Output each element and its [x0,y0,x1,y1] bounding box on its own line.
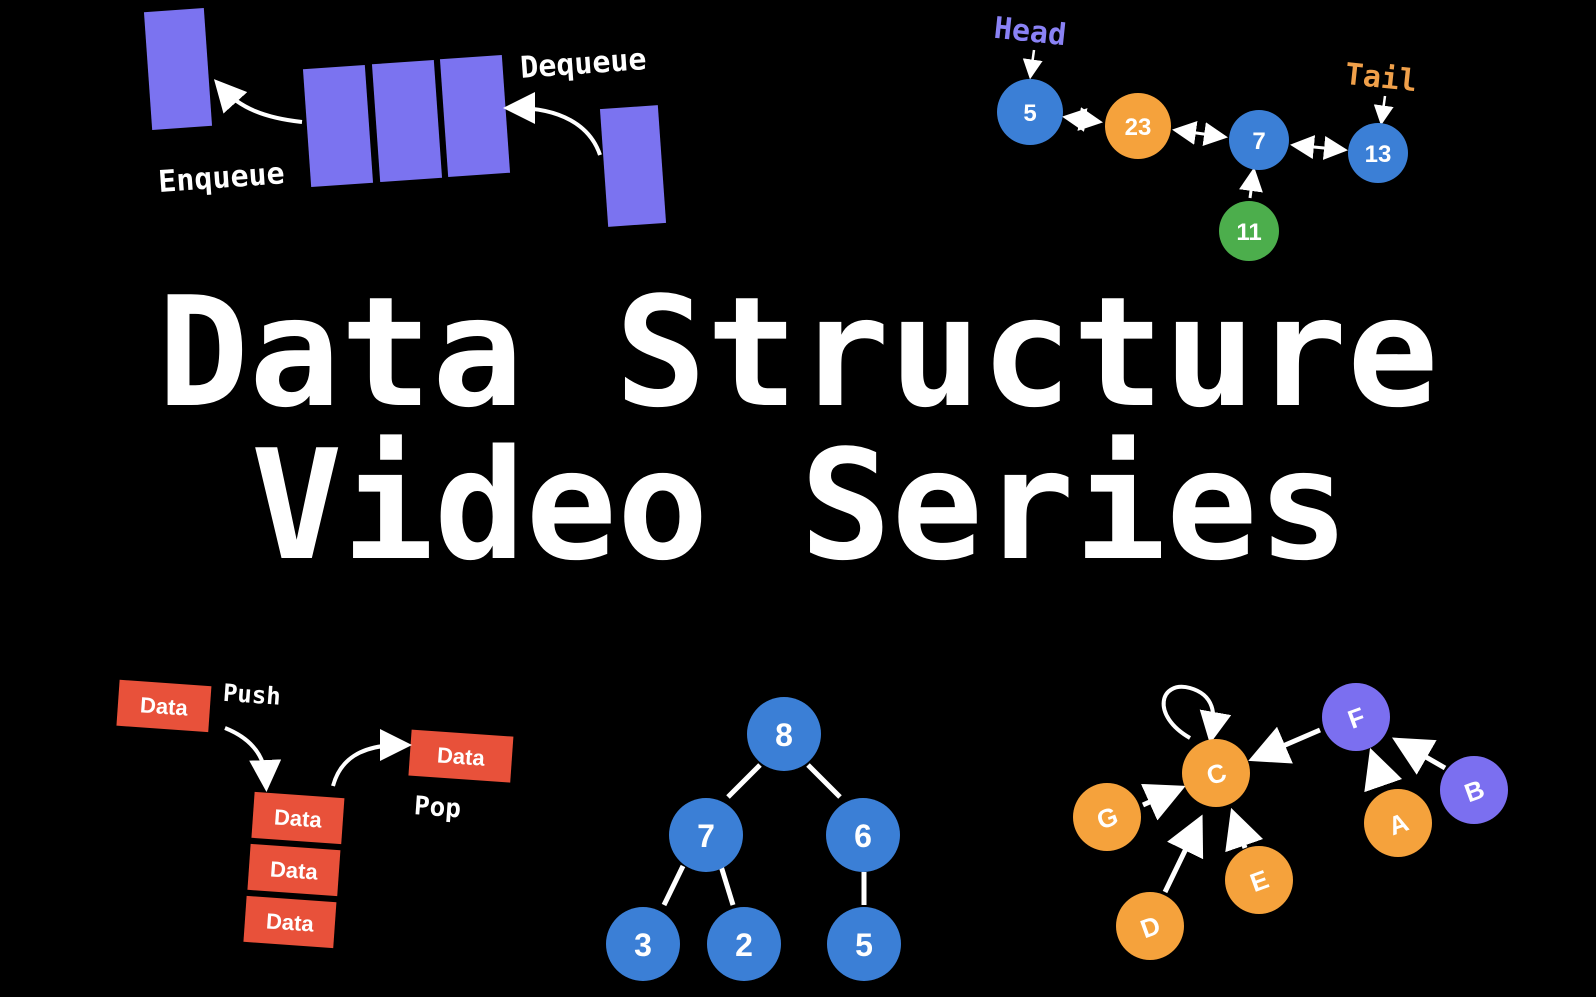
dequeue-arrow [503,92,602,156]
queue-diagram: Enqueue Dequeue [143,8,667,227]
tail-label: Tail [1343,57,1419,99]
stack-item-middle: Data [247,843,341,897]
graph-diagram: F C G B A E D [1073,683,1508,960]
graph-edge-e-c [1225,807,1264,853]
list-node-5: 5 [997,79,1063,145]
head-pointer-arrow [1022,49,1043,80]
stack-item-label: Data [269,856,319,884]
list-node-label: 23 [1125,114,1152,141]
list-node-label: 13 [1365,141,1392,168]
tree-node-label: 5 [855,927,873,963]
stack-item-top: Data [251,791,345,845]
graph-edge-f-c [1248,726,1321,764]
graph-node-f: F [1322,683,1390,751]
graph-edge-a-f [1364,747,1403,793]
head-label: Head [992,11,1068,53]
graph-node-e: E [1225,846,1293,914]
tree-node-label: 8 [775,717,793,753]
push-label: Push [222,679,282,711]
tree-node-label: 6 [854,818,872,854]
link-11-7 [1239,167,1263,199]
stack-popped-item: Data [408,729,514,783]
graph-self-loop-c [1161,684,1232,744]
tree-node-label: 3 [634,927,652,963]
list-node-label: 11 [1236,219,1261,246]
link-7-13 [1290,135,1348,160]
title-line-2: Video Series [251,417,1349,594]
graph-node-b: B [1440,756,1508,824]
stack-pushed-item: Data [116,679,212,733]
stack-item-label: Data [273,804,323,832]
tree-node-7: 7 [669,798,743,872]
queue-block-1 [302,64,374,188]
graph-edge-b-f [1391,737,1447,775]
title: Data Structure Video Series [157,264,1438,594]
enqueue-arrow [213,79,303,124]
pop-label: Pop [413,791,462,824]
enqueue-label: Enqueue [157,156,286,200]
dequeue-label: Dequeue [519,42,648,86]
link-23-7 [1172,121,1228,146]
stack-diagram: Data Data Data Data Data Push Pop [116,679,514,949]
tree-edge-8-6 [806,763,842,799]
list-node-label: 5 [1023,100,1036,127]
graph-edge-g-c [1141,783,1186,821]
stack-item-label: Data [436,742,486,770]
list-node-11: 11 [1219,201,1279,261]
pop-arrow [331,729,412,787]
stack-item-label: Data [265,908,315,936]
tree-node-6: 6 [826,798,900,872]
tree-node-label: 2 [735,927,753,963]
list-node-23: 23 [1105,93,1171,159]
title-line-1: Data Structure [157,264,1438,441]
queue-block-2 [371,59,443,183]
graph-edge-d-c [1162,814,1204,894]
stack-item-bottom: Data [243,895,337,949]
graph-node-d: D [1116,892,1184,960]
tree-node-label: 7 [697,818,715,854]
binary-tree-diagram: 8 7 6 3 2 5 [606,697,901,981]
tree-edge-7-2 [718,865,736,906]
queue-block-exiting [143,8,213,130]
graph-node-a: A [1364,789,1432,857]
tail-pointer-arrow [1373,95,1394,126]
list-node-13: 13 [1348,123,1408,183]
linked-list-diagram: Head Tail 5 23 7 13 11 [992,11,1419,261]
tree-node-root: 8 [747,697,821,771]
tree-edge-8-7 [726,763,762,799]
list-node-7: 7 [1229,110,1289,170]
queue-block-entering [599,105,667,227]
queue-block-3 [439,54,511,178]
graph-node-g: G [1073,783,1141,851]
link-5-23 [1062,107,1103,132]
stack-item-label: Data [139,692,189,720]
graph-node-c: C [1182,739,1250,807]
tree-node-2: 2 [707,907,781,981]
tree-edge-7-3 [661,864,686,907]
list-node-label: 7 [1252,128,1265,155]
tree-node-3: 3 [606,907,680,981]
push-arrow [224,726,282,792]
tree-node-5: 5 [827,907,901,981]
